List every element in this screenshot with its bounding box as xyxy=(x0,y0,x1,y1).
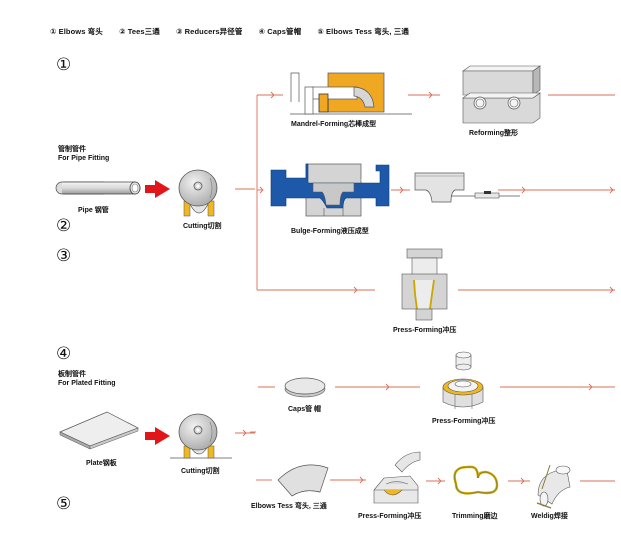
section-number-5: ⑤ xyxy=(56,494,72,514)
pipe-icon xyxy=(55,181,141,195)
pipe-section-header: 管制管件 For Pipe Fitting xyxy=(58,145,109,163)
arrowhead-icon xyxy=(588,383,593,391)
arrowhead-icon xyxy=(359,476,364,484)
cutting-wheel-icon xyxy=(178,169,218,217)
tee-product-icon xyxy=(414,172,520,203)
pipe-label: Pipe 钢管 xyxy=(78,207,109,214)
elbow-press-forming-label: Press-Forming冲压 xyxy=(358,513,422,520)
legend-item-elbows: ① Elbows 弯头 xyxy=(50,27,103,36)
cap-press-die-icon xyxy=(442,351,484,409)
mandrel-forming-label: Mandrel-Forming芯棒成型 xyxy=(291,121,377,128)
legend-item-tees: ② Tees三通 xyxy=(119,27,160,36)
bulge-forming-label: Bulge-Forming液压成型 xyxy=(291,228,369,235)
arrowhead-icon xyxy=(520,477,525,485)
pipe-flow-lines xyxy=(235,94,615,291)
plate-flow-lines xyxy=(235,383,615,485)
arrowhead-icon xyxy=(353,286,358,294)
trimming-label: Trimming磨边 xyxy=(452,513,498,520)
cap-disc-icon xyxy=(284,377,326,398)
red-arrow-icon xyxy=(145,427,170,445)
arrowhead-icon xyxy=(270,91,275,99)
arrowhead-icon xyxy=(259,186,264,194)
arrowhead-icon xyxy=(242,429,247,437)
arrowhead-icon xyxy=(609,186,614,194)
reducer-press-die-icon xyxy=(401,248,448,321)
plate-cutting-label: Cutting切割 xyxy=(181,468,220,475)
pipe-flow-arrowheads xyxy=(259,91,614,294)
pipe-section-title-en: For Pipe Fitting xyxy=(58,155,110,162)
plate-section-header: 板制管件 For Plated Fitting xyxy=(58,370,116,388)
arrowhead-icon xyxy=(428,91,433,99)
mandrel-forming-die-icon xyxy=(290,72,412,115)
plate-label: Plate钢板 xyxy=(86,460,117,467)
plate-section-title-cn: 板制管件 xyxy=(58,371,86,378)
section-number-4: ④ xyxy=(56,344,72,364)
bulge-forming-die-icon xyxy=(270,163,390,217)
caps-press-forming-label: Press-Forming冲压 xyxy=(432,418,496,425)
section-number-2: ② xyxy=(56,216,72,236)
red-arrow-icon xyxy=(145,180,170,198)
arrowhead-icon xyxy=(437,477,442,485)
cutting-wheel-icon xyxy=(170,413,232,459)
reforming-die-icon xyxy=(462,65,541,124)
elbows-tees-label: Elbows Tess 弯头, 三通 xyxy=(251,503,327,510)
pipe-cutting-label: Cutting切割 xyxy=(183,223,222,230)
reforming-label: Reforming整形 xyxy=(469,130,518,137)
legend-item-elbows-tees: ⑤ Elbows Tess 弯头, 三通 xyxy=(317,27,409,36)
welding-label: Weldig焊接 xyxy=(531,513,568,520)
arrowhead-icon xyxy=(399,186,404,194)
plate-icon xyxy=(59,411,139,450)
elbow-segment-icon xyxy=(277,464,329,497)
pipe-section-title-cn: 管制管件 xyxy=(58,146,86,153)
legend-item-reducers: ③ Reducers异径管 xyxy=(176,27,243,36)
arrowhead-icon xyxy=(609,286,614,294)
legend-item-caps: ④ Caps管帽 xyxy=(258,27,302,36)
welded-elbow-icon xyxy=(536,464,571,509)
legend: ① Elbows 弯头 ② Tees三通 ③ Reducers异径管 ④ Cap… xyxy=(50,26,423,37)
arrowhead-icon xyxy=(385,383,390,391)
reducer-press-forming-label: Press-Forming冲压 xyxy=(393,327,457,334)
caps-label: Caps管 帽 xyxy=(288,406,322,413)
elbow-press-die-icon xyxy=(373,451,421,504)
trimming-ring-icon xyxy=(453,465,499,495)
plate-section-title-en: For Plated Fitting xyxy=(58,380,116,387)
arrowhead-icon xyxy=(521,186,526,194)
section-number-1: ① xyxy=(56,55,72,75)
section-number-3: ③ xyxy=(56,246,72,266)
